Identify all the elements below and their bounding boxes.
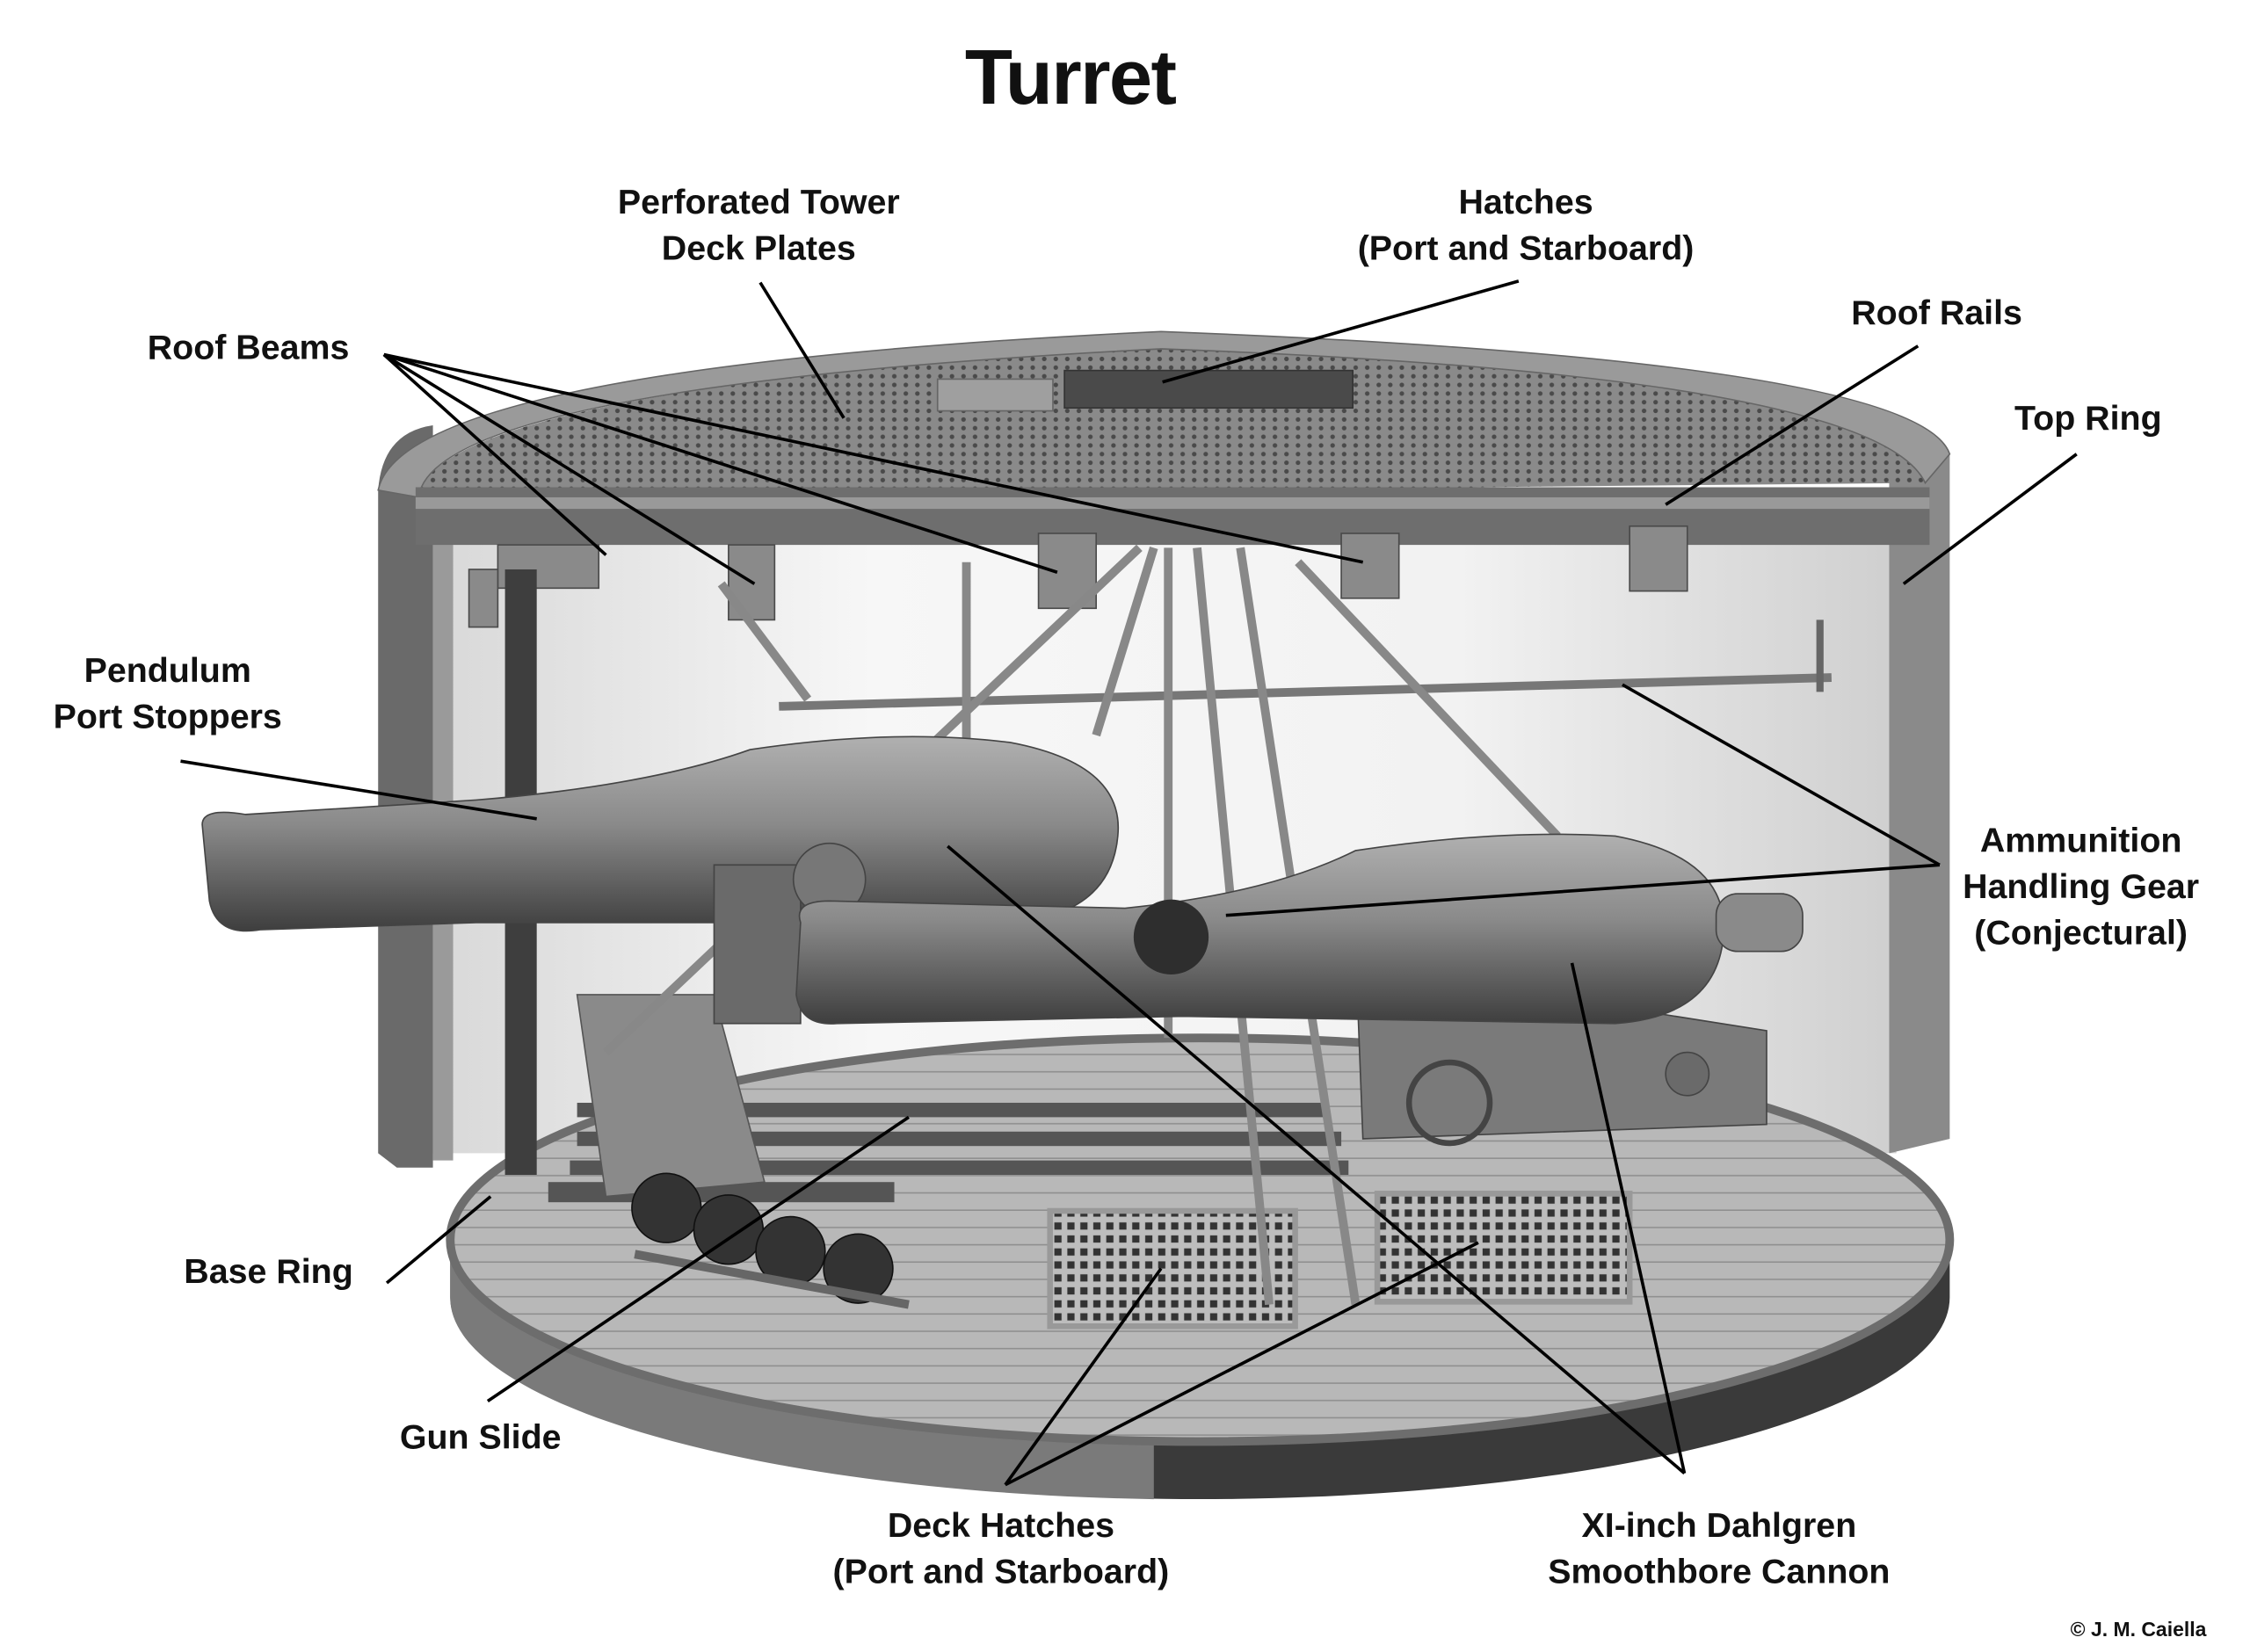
label-line: Deck Plates — [662, 228, 856, 267]
ammunition-rail — [779, 673, 1832, 711]
diagram-title: Turret — [965, 33, 1177, 120]
label-base-ring: Base Ring — [184, 1252, 352, 1291]
copyright-credit: © J. M. Caiella — [2071, 1618, 2207, 1641]
deck-hatch-port — [1047, 1207, 1298, 1330]
label-line: Ammunition — [1980, 822, 2182, 860]
roof-hatch — [1063, 369, 1354, 409]
leader-top-ring — [1902, 453, 2078, 585]
label-line: (Conjectural) — [1974, 914, 2188, 953]
leader-deck-hatches-1 — [1004, 1267, 1163, 1486]
leader-roof-rails — [1665, 344, 1920, 506]
label-cannon: XI-inch Dahlgren Smoothbore Cannon — [1548, 1506, 1890, 1590]
gun-slide — [548, 1102, 1349, 1203]
turret-wall-right — [1889, 446, 1950, 1154]
cannon-starboard — [795, 833, 1725, 1025]
label-line: Pendulum — [84, 651, 251, 690]
leader-cannon-2 — [1570, 962, 1687, 1474]
leader-gun-slide — [486, 1115, 910, 1403]
leader-roof-beams-4 — [383, 352, 1364, 564]
leader-deck-hatches-2 — [1005, 1241, 1479, 1487]
leader-hatches — [1162, 279, 1520, 384]
turret-illustration — [201, 330, 1955, 1500]
leader-roof-beams-3 — [383, 352, 1058, 574]
leader-cannon-1 — [947, 844, 1686, 1474]
label-line: (Port and Starboard) — [833, 1552, 1170, 1590]
label-line: (Port and Starboard) — [1358, 228, 1695, 267]
label-line: Handling Gear — [1963, 867, 2199, 906]
label-line: Perforated Tower — [618, 183, 900, 221]
leader-pendulum — [180, 759, 537, 821]
leader-ammunition-2 — [1225, 863, 1941, 917]
leader-roof-beams-1 — [382, 353, 607, 556]
label-roof-rails: Roof Rails — [1851, 293, 2022, 332]
leader-base-ring — [385, 1195, 492, 1285]
leader-lines — [180, 279, 2078, 1487]
ammunition-shot — [1133, 899, 1209, 975]
label-top-ring: Top Ring — [2014, 399, 2162, 438]
label-roof-beams: Roof Beams — [148, 328, 350, 366]
label-line: Smoothbore Cannon — [1548, 1552, 1890, 1590]
label-line: Hatches — [1458, 183, 1593, 221]
label-ammunition: Ammunition Handling Gear (Conjectural) — [1963, 822, 2199, 953]
label-hatches: Hatches (Port and Starboard) — [1358, 183, 1695, 267]
leader-roof-beams-2 — [382, 353, 756, 585]
label-pendulum: Pendulum Port Stoppers — [54, 651, 282, 735]
cannonballs — [631, 1172, 894, 1304]
label-deck-hatches: Deck Hatches (Port and Starboard) — [833, 1506, 1170, 1590]
label-line: Port Stoppers — [54, 697, 282, 735]
leader-deck-plates — [758, 281, 846, 419]
label-gun-slide: Gun Slide — [400, 1418, 562, 1457]
label-line: XI-inch Dahlgren — [1582, 1506, 1857, 1545]
label-deck-plates: Perforated Tower Deck Plates — [618, 183, 900, 267]
leader-ammunition-1 — [1622, 683, 1941, 866]
deck-hatch-starboard — [1374, 1191, 1633, 1305]
roof-deck-plates — [418, 345, 1926, 497]
label-line: Deck Hatches — [888, 1506, 1114, 1545]
